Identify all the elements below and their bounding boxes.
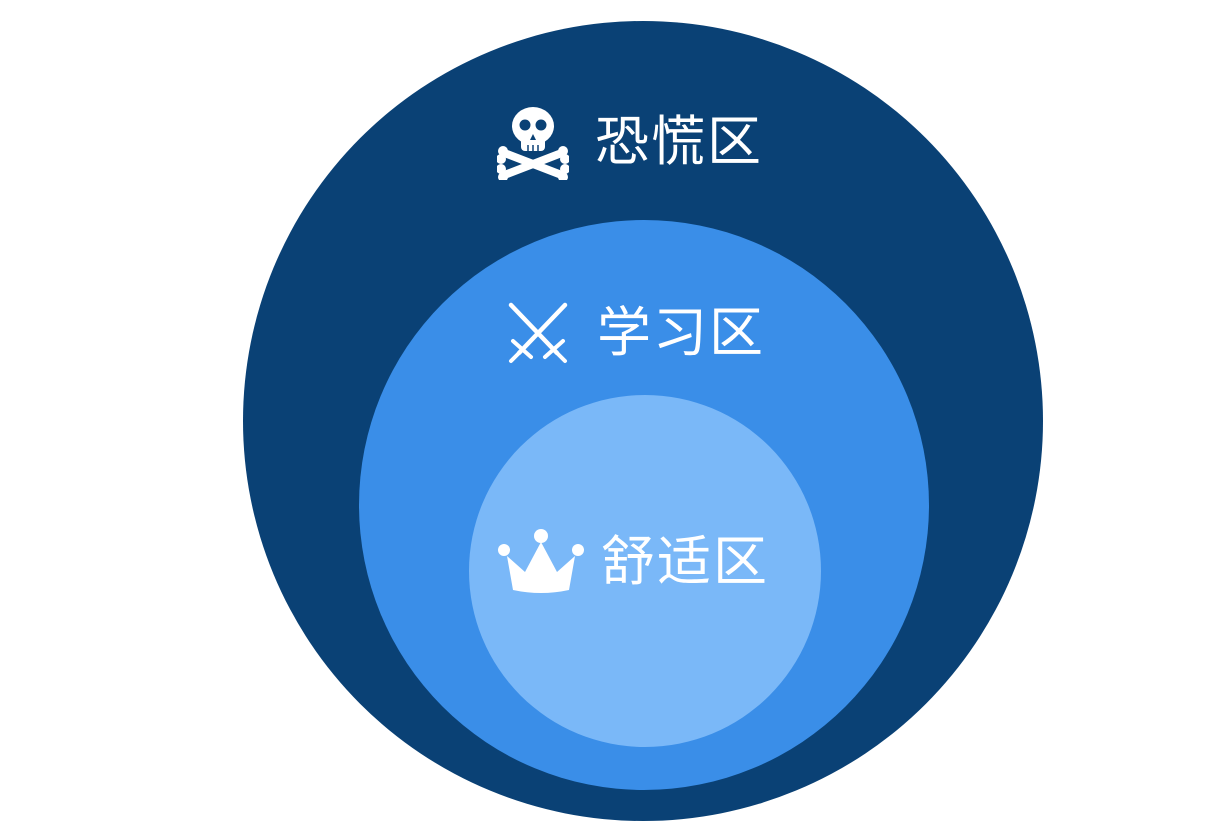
crown-icon — [497, 528, 585, 596]
skull-crossbones-icon — [497, 104, 569, 180]
comfort-zone-label: 舒适区 — [497, 528, 769, 596]
learning-zone-text: 学习区 — [597, 301, 765, 364]
panic-zone-text: 恐慌区 — [595, 110, 763, 173]
panic-zone-label: 恐慌区 — [497, 104, 763, 180]
crossed-swords-icon — [507, 301, 569, 365]
learning-zone-label: 学习区 — [507, 301, 765, 365]
comfort-zone-text: 舒适区 — [601, 530, 769, 593]
